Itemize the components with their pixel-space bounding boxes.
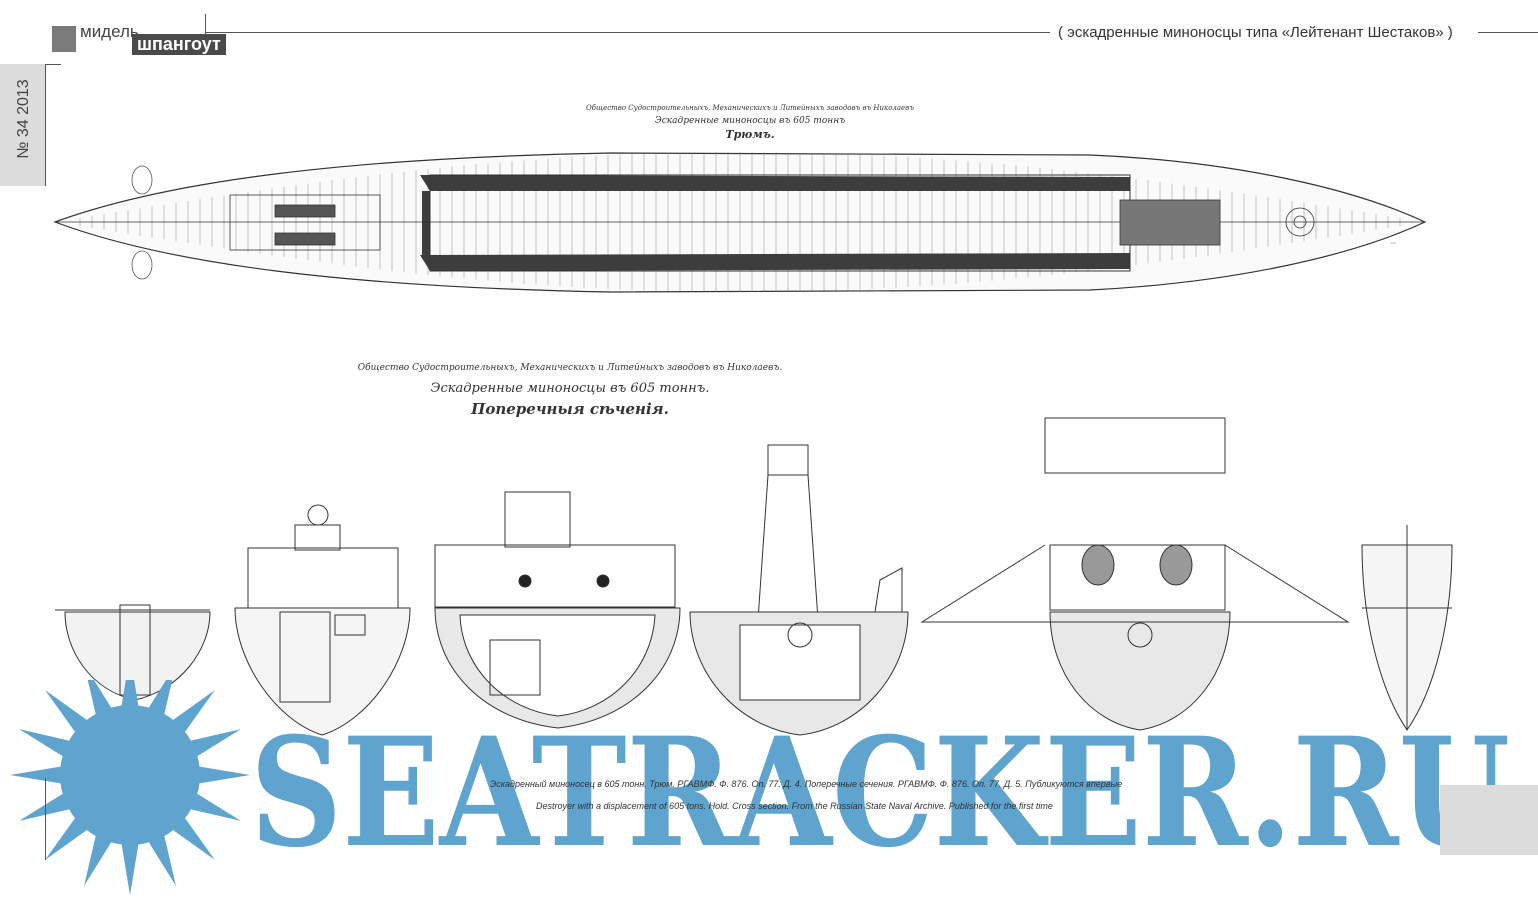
section-5 [920,417,1350,731]
logo-word-midel: мидель [80,22,139,41]
section-1 [55,604,211,701]
caption-rule-left [45,778,46,860]
plan-signature-note: ~~ [1390,241,1396,247]
sections-title-line2: Эскадренные миноносцы въ 605 тоннъ. [431,381,710,396]
section-4 [689,444,909,736]
header-divider-vertical [205,14,206,34]
cross-sections-drawing: Общество Судостроительныхъ, Механических… [55,362,1453,736]
header-rule [205,32,1050,33]
sun-ray [199,766,250,784]
hold-plan-title: Общество Судостроительныхъ, Механических… [586,104,914,141]
logo-mark-icon [52,26,76,52]
caption-russian: Эскадренный миноносец в 605 тонн. Трюм. … [490,779,1123,789]
sun-ray [121,844,139,895]
propellers [131,165,153,280]
issue-sidebar [0,64,45,186]
section-3 [434,491,681,729]
caption-english: Destroyer with a displacement of 605 ton… [536,801,1053,811]
sun-ray [84,835,112,886]
plan-title-line3: Трюмъ. [725,128,774,141]
hold-plan-drawing: Общество Судостроительныхъ, Механических… [53,104,1427,293]
sun-ray [190,793,241,821]
sections-title: Общество Судостроительныхъ, Механических… [358,362,783,418]
sun-ray [45,818,87,860]
sun-ray [10,766,61,784]
sidebar-rule-top [45,64,61,65]
section-2 [234,504,411,736]
caption-gray-panel [1440,785,1538,855]
sidebar-rule [45,64,46,186]
sections-title-line1: Общество Судостроительныхъ, Механических… [358,362,783,373]
sun-ray [148,835,176,886]
sun-ray [173,818,215,860]
engine-room-inner-dark [422,191,430,255]
header-rule-right [1478,32,1538,33]
section-6 [1361,525,1453,731]
aft-machinery [229,194,1315,251]
magazine-logo: мидель шпангоут [52,22,226,55]
series-title: ( эскадренные миноносцы типа «Лейтенант … [1058,24,1453,41]
logo-word-shpangout: шпангоут [132,34,226,55]
plan-title-line2: Эскадренные миноносцы въ 605 тоннъ [655,116,845,126]
issue-number: № 34 2013 [15,79,32,159]
engine-room-dark [420,175,1130,271]
plan-title-line1: Общество Судостроительныхъ, Механических… [586,104,914,112]
sections-title-line3: Поперечныя сѣченія. [470,400,669,418]
